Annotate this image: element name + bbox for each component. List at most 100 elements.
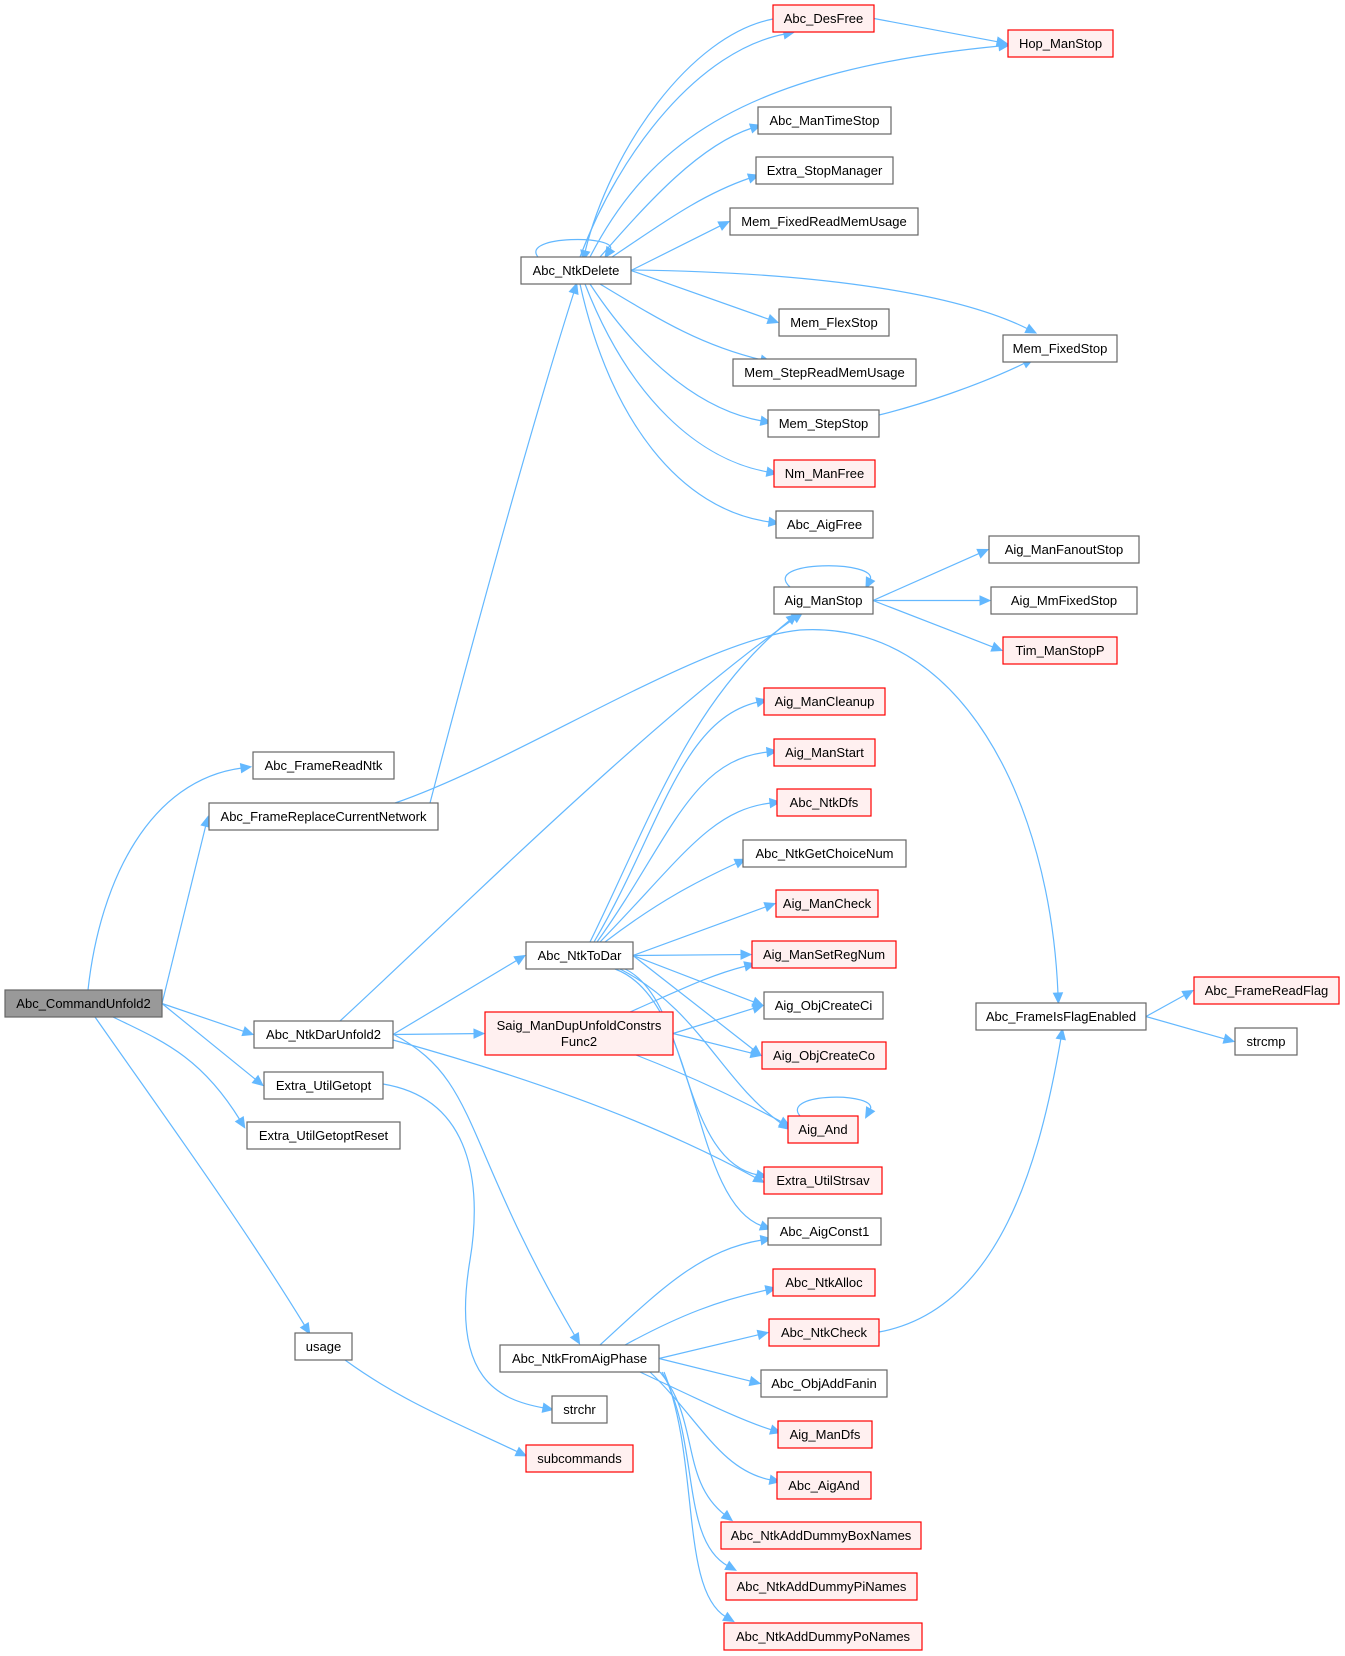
- node-abc-ntktodar[interactable]: Abc_NtkToDar: [525, 941, 634, 970]
- node-box[interactable]: [4, 989, 163, 1018]
- node-abc-objaddfanin[interactable]: Abc_ObjAddFanin: [760, 1369, 888, 1398]
- node-box[interactable]: [773, 459, 876, 488]
- node-box[interactable]: [776, 788, 872, 817]
- node-box[interactable]: [975, 1002, 1147, 1031]
- node-box[interactable]: [767, 409, 880, 438]
- node-strcmp[interactable]: strcmp: [1234, 1027, 1298, 1056]
- node-mem-stepreadmemusage[interactable]: Mem_StepReadMemUsage: [732, 358, 917, 387]
- node-extra-utilgetoptreset[interactable]: Extra_UtilGetoptReset: [246, 1121, 401, 1150]
- node-mem-fixedreadmemusage[interactable]: Mem_FixedReadMemUsage: [729, 207, 919, 236]
- node-usage[interactable]: usage: [294, 1332, 353, 1361]
- node-box[interactable]: [246, 1121, 401, 1150]
- node-aig-and[interactable]: Aig_And: [787, 1115, 859, 1144]
- node-box[interactable]: [773, 586, 874, 615]
- node-aig-mmfixedstop[interactable]: Aig_MmFixedStop: [990, 586, 1138, 615]
- node-box[interactable]: [732, 358, 917, 387]
- node-aig-manstart[interactable]: Aig_ManStart: [773, 738, 876, 767]
- node-box[interactable]: [775, 889, 879, 918]
- node-mem-flexstop[interactable]: Mem_FlexStop: [778, 308, 890, 337]
- node-aig-manstop[interactable]: Aig_ManStop: [773, 586, 874, 615]
- node-box[interactable]: [767, 1217, 882, 1246]
- node-abc-ntkcheck[interactable]: Abc_NtkCheck: [768, 1318, 880, 1347]
- node-extra-utilgetopt[interactable]: Extra_UtilGetopt: [263, 1071, 384, 1100]
- node-aig-mandfs[interactable]: Aig_ManDfs: [777, 1420, 873, 1449]
- node-box[interactable]: [772, 1268, 876, 1297]
- node-box[interactable]: [723, 1622, 923, 1651]
- node-abc-framereadflag[interactable]: Abc_FrameReadFlag: [1193, 976, 1340, 1005]
- node-abc-aigand[interactable]: Abc_AigAnd: [776, 1471, 872, 1500]
- node-box[interactable]: [776, 1471, 872, 1500]
- node-abc-ntkdfs[interactable]: Abc_NtkDfs: [776, 788, 872, 817]
- node-extra-utilstrsav[interactable]: Extra_UtilStrsav: [763, 1166, 883, 1195]
- node-aig-manfanoutstop[interactable]: Aig_ManFanoutStop: [988, 535, 1140, 564]
- node-box[interactable]: [729, 207, 919, 236]
- node-box[interactable]: [988, 535, 1140, 564]
- node-box[interactable]: [778, 308, 890, 337]
- node-abc-mantimestop[interactable]: Abc_ManTimeStop: [757, 106, 892, 135]
- node-box[interactable]: [551, 1395, 608, 1424]
- node-abc-framereadntk[interactable]: Abc_FrameReadNtk: [252, 751, 395, 780]
- node-box[interactable]: [720, 1521, 922, 1550]
- node-box[interactable]: [755, 156, 894, 185]
- node-box[interactable]: [294, 1332, 353, 1361]
- node-box[interactable]: [252, 751, 395, 780]
- node-box[interactable]: [751, 940, 897, 969]
- node-box[interactable]: [520, 256, 632, 285]
- node-box[interactable]: [253, 1020, 394, 1049]
- node-tim-manstopp[interactable]: Tim_ManStopP: [1002, 636, 1118, 665]
- node-box[interactable]: [1002, 334, 1118, 363]
- node-mem-stepstop[interactable]: Mem_StepStop: [767, 409, 880, 438]
- node-box[interactable]: [1234, 1027, 1298, 1056]
- node-box[interactable]: [763, 687, 886, 716]
- node-box[interactable]: [499, 1344, 660, 1373]
- node-abc-ntkalloc[interactable]: Abc_NtkAlloc: [772, 1268, 876, 1297]
- node-subcommands[interactable]: subcommands: [525, 1444, 634, 1473]
- node-box[interactable]: [208, 802, 439, 831]
- node-nm-manfree[interactable]: Nm_ManFree: [773, 459, 876, 488]
- node-box[interactable]: [990, 586, 1138, 615]
- node-box[interactable]: [1007, 29, 1114, 58]
- node-aig-mancheck[interactable]: Aig_ManCheck: [775, 889, 879, 918]
- node-strchr[interactable]: strchr: [551, 1395, 608, 1424]
- node-box[interactable]: [742, 839, 907, 868]
- node-abc-ntkgetchoicenum[interactable]: Abc_NtkGetChoiceNum: [742, 839, 907, 868]
- node-box[interactable]: [757, 106, 892, 135]
- node-box[interactable]: [768, 1318, 880, 1347]
- node-box[interactable]: [777, 1420, 873, 1449]
- node-box[interactable]: [1002, 636, 1118, 665]
- node-box[interactable]: [525, 941, 634, 970]
- node-aig-objcreateco[interactable]: Aig_ObjCreateCo: [761, 1041, 887, 1070]
- node-abc-framereplacecurrentnetwork[interactable]: Abc_FrameReplaceCurrentNetwork: [208, 802, 439, 831]
- node-box[interactable]: [772, 4, 875, 33]
- node-box[interactable]: [761, 1041, 887, 1070]
- node-aig-objcreateci[interactable]: Aig_ObjCreateCi: [763, 991, 884, 1020]
- node-box[interactable]: [773, 738, 876, 767]
- node-extra-stopmanager[interactable]: Extra_StopManager: [755, 156, 894, 185]
- node-box[interactable]: [763, 1166, 883, 1195]
- node-abc-aigfree[interactable]: Abc_AigFree: [775, 510, 874, 539]
- node-box[interactable]: [787, 1115, 859, 1144]
- node-mem-fixedstop[interactable]: Mem_FixedStop: [1002, 334, 1118, 363]
- node-aig-mancleanup[interactable]: Aig_ManCleanup: [763, 687, 886, 716]
- node-aig-mansetregnum[interactable]: Aig_ManSetRegNum: [751, 940, 897, 969]
- node-box[interactable]: [763, 991, 884, 1020]
- node-abc-ntkadddummypinames[interactable]: Abc_NtkAddDummyPiNames: [725, 1572, 918, 1601]
- node-abc-aigconst1[interactable]: Abc_AigConst1: [767, 1217, 882, 1246]
- node-abc-ntkadddummyponames[interactable]: Abc_NtkAddDummyPoNames: [723, 1622, 923, 1651]
- node-box[interactable]: [725, 1572, 918, 1601]
- node-abc-frameisflagenabled[interactable]: Abc_FrameIsFlagEnabled: [975, 1002, 1147, 1031]
- node-box[interactable]: [525, 1444, 634, 1473]
- node-box[interactable]: [1193, 976, 1340, 1005]
- node-abc-commandunfold2[interactable]: Abc_CommandUnfold2: [4, 989, 163, 1018]
- node-box[interactable]: [263, 1071, 384, 1100]
- node-box[interactable]: [484, 1011, 674, 1056]
- node-box[interactable]: [775, 510, 874, 539]
- node-abc-desfree[interactable]: Abc_DesFree: [772, 4, 875, 33]
- node-box[interactable]: [760, 1369, 888, 1398]
- node-abc-ntkfromaigphase[interactable]: Abc_NtkFromAigPhase: [499, 1344, 660, 1373]
- node-abc-ntkdelete[interactable]: Abc_NtkDelete: [520, 256, 632, 285]
- node-abc-ntkadddummyboxnames[interactable]: Abc_NtkAddDummyBoxNames: [720, 1521, 922, 1550]
- node-abc-ntkdarunfold2[interactable]: Abc_NtkDarUnfold2: [253, 1020, 394, 1049]
- node-hop-manstop[interactable]: Hop_ManStop: [1007, 29, 1114, 58]
